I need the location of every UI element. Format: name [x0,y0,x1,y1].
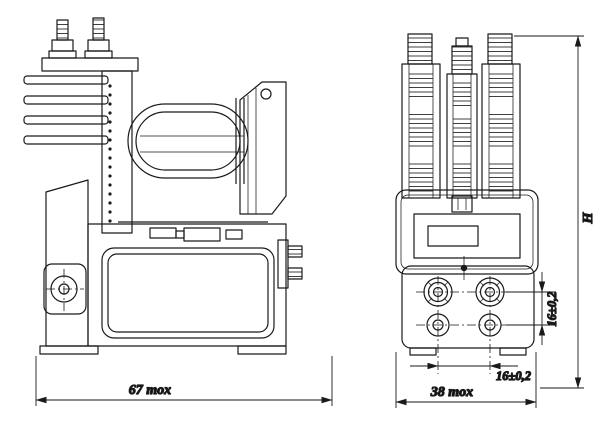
terminal-studs [407,33,513,75]
heatsink-fins [23,57,139,234]
dim-label-overall-width: 38 mox [430,385,473,400]
body-housing [395,189,539,275]
dimension-67: 67 mox [35,356,333,406]
top-terminal-bolts [48,17,113,59]
side-view [23,17,303,355]
contact-stack [118,221,268,242]
mounting-bracket [43,179,89,347]
lower-terminal-block [401,256,535,374]
dimension-16-vertical: 16±0,2 [506,272,560,345]
armature-plate [239,81,287,215]
dim-label-height: H [581,211,596,224]
front-view [395,33,539,374]
dim-label-hole-pitch-horizontal: 16±0,2 [496,369,531,383]
dimension-H: H [514,35,597,389]
dimension-38: 38 mox [395,352,537,408]
side-screw-terminals [277,239,303,289]
dimension-16-horizontal: 16±0,2 [410,362,532,384]
coil [127,98,249,184]
dim-label-hole-pitch-vertical: 16±0,2 [545,292,559,327]
dim-label-overall-length: 67 mox [129,383,171,398]
terminal-columns [401,63,521,199]
